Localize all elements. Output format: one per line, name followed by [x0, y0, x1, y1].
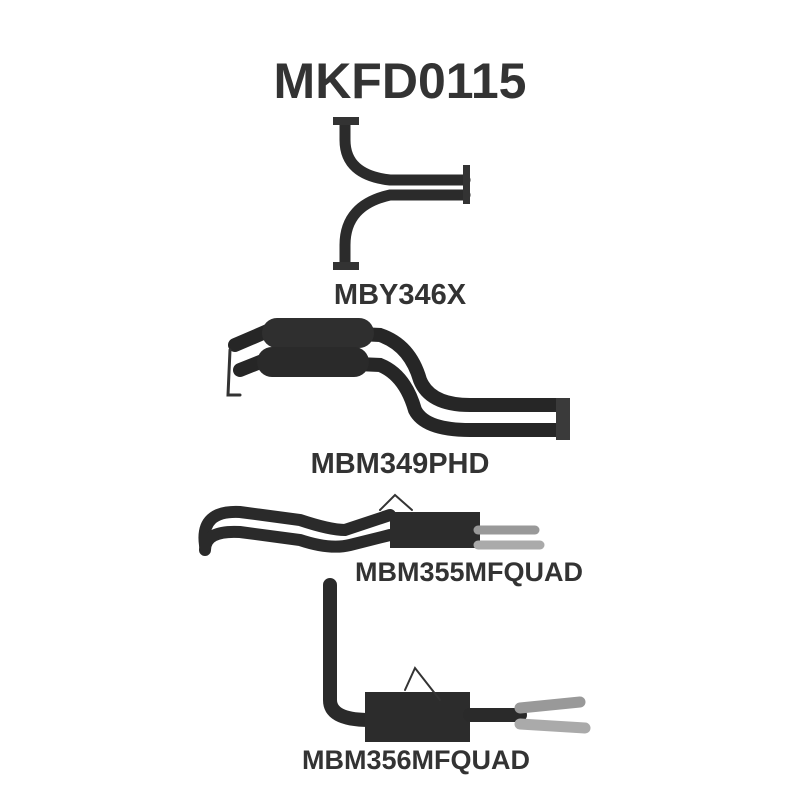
kit-title: MKFD0115	[273, 53, 527, 109]
part-label-twin-muffler: MBM349PHD	[310, 448, 490, 480]
twin-muffler-pipe-image	[226, 318, 570, 440]
rear-muffler-lower-image	[323, 578, 591, 742]
part-label-rear-upper: MBM355MFQUAD	[355, 557, 584, 587]
part-label-y-pipe: MBY346X	[333, 279, 467, 311]
rear-muffler-upper-image	[198, 493, 545, 556]
part-label-rear-lower: MBM356MFQUAD	[302, 745, 531, 775]
y-pipe-image	[333, 117, 471, 270]
